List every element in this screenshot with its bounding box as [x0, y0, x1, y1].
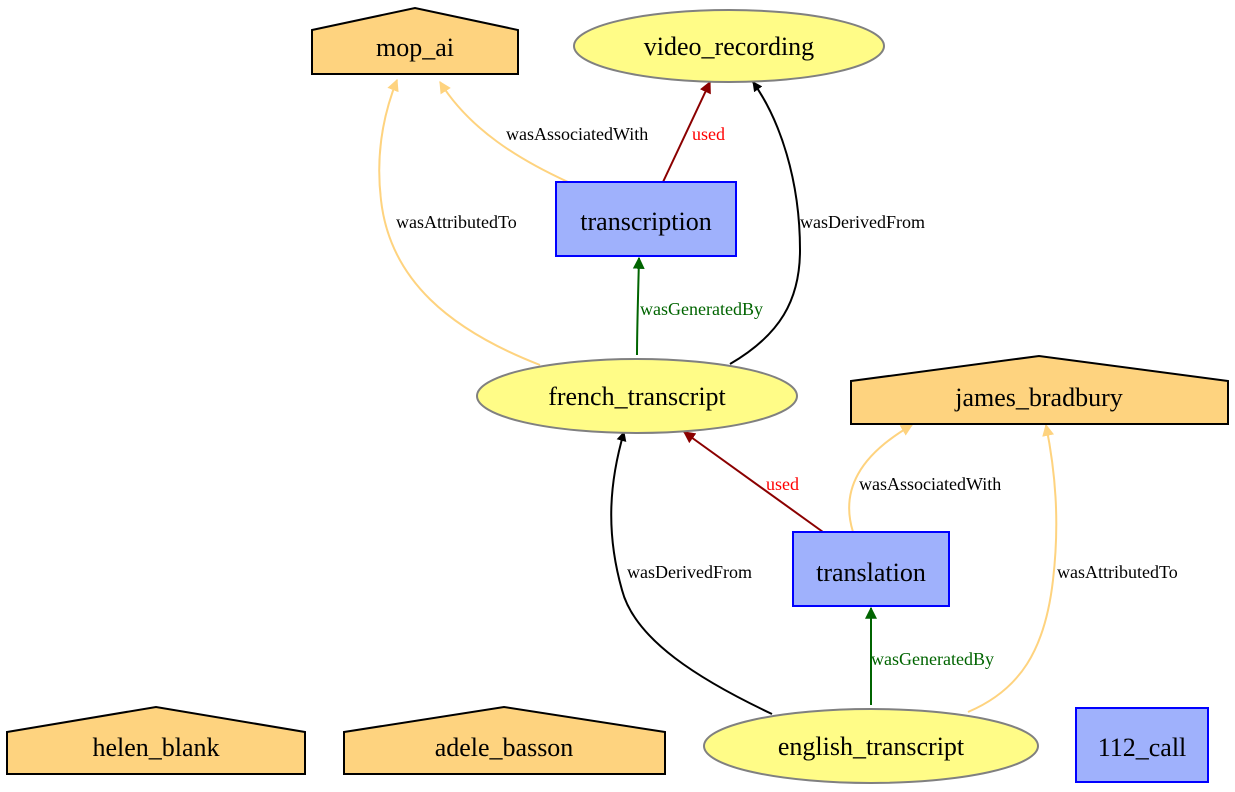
node-label-helen-blank: helen_blank	[92, 733, 219, 762]
edge-label-translation-associated: wasAssociatedWith	[859, 474, 1001, 494]
edge-label-french-generated: wasGeneratedBy	[640, 299, 763, 319]
entity-node-video-recording[interactable]: video_recording	[573, 9, 885, 83]
edge-translation-associated-james	[848, 424, 914, 533]
edge-label-translation-used: used	[766, 474, 799, 494]
entity-node-english-transcript[interactable]: english_transcript	[703, 708, 1039, 784]
agent-node-helen-blank[interactable]: helen_blank	[6, 705, 306, 775]
node-label-adele-basson: adele_basson	[435, 733, 574, 762]
activity-node-112-call[interactable]: 112_call	[1075, 707, 1209, 783]
agent-node-james-bradbury[interactable]: james_bradbury	[850, 354, 1229, 425]
agent-node-mop-ai[interactable]: mop_ai	[311, 6, 519, 75]
node-label-translation: translation	[816, 558, 926, 587]
edge-translation-used-french	[683, 431, 824, 533]
edge-label-transcription-used: used	[692, 124, 725, 144]
agent-node-adele-basson[interactable]: adele_basson	[343, 705, 666, 775]
edge-transcription-used-video	[662, 80, 711, 183]
node-label-james-bradbury: james_bradbury	[954, 383, 1123, 412]
node-label-french-transcript: french_transcript	[548, 382, 726, 411]
entity-node-french-transcript[interactable]: french_transcript	[476, 358, 798, 434]
edge-french-generated-transcription	[632, 256, 645, 356]
edge-label-transcription-associated: wasAssociatedWith	[506, 124, 648, 144]
edge-label-french-derived: wasDerivedFrom	[800, 212, 925, 232]
activity-node-translation[interactable]: translation	[792, 531, 950, 607]
node-label-video-recording: video_recording	[644, 32, 814, 61]
edge-label-english-attributed: wasAttributedTo	[1057, 562, 1178, 582]
edge-transcription-associated-mop-ai	[439, 80, 569, 183]
edge-label-english-generated: wasGeneratedBy	[871, 649, 994, 669]
node-label-mop-ai: mop_ai	[376, 33, 454, 62]
edge-french-attributed-mop-ai	[378, 78, 541, 366]
activity-node-transcription[interactable]: transcription	[555, 181, 737, 257]
node-label-transcription: transcription	[580, 207, 711, 236]
edge-label-english-derived: wasDerivedFrom	[627, 562, 752, 582]
edge-english-attributed-james	[967, 423, 1058, 713]
node-label-english-transcript: english_transcript	[778, 732, 965, 761]
node-label-112-call: 112_call	[1098, 733, 1187, 762]
edge-english-derived-french	[610, 431, 773, 715]
edge-label-french-attributed: wasAttributedTo	[396, 212, 517, 232]
edge-french-derived-video	[729, 81, 802, 365]
